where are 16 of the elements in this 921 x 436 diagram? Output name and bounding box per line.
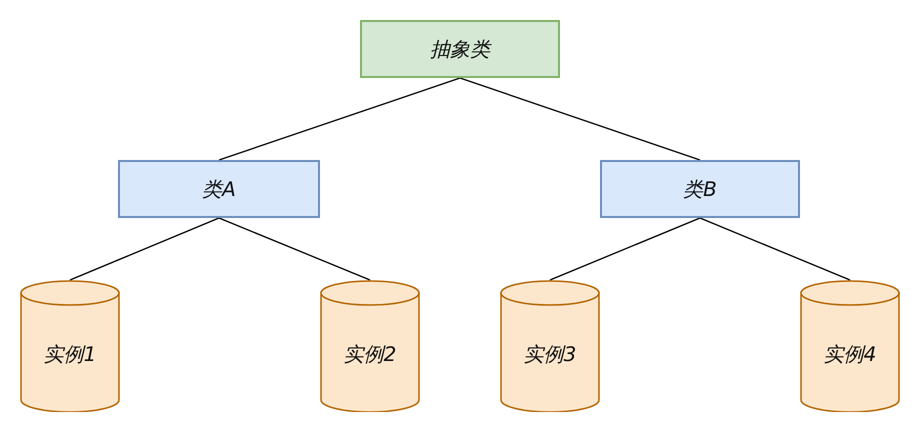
node-label: 实例1 bbox=[44, 341, 96, 368]
node-label: 类A bbox=[202, 176, 236, 203]
connector-line bbox=[460, 77, 700, 161]
connector-line bbox=[70, 217, 220, 281]
connector-line bbox=[218, 77, 460, 161]
class-box bbox=[360, 20, 560, 78]
node-label: 实例2 bbox=[344, 341, 396, 368]
node-label: 类B bbox=[683, 176, 717, 203]
node-label: 抽象类 bbox=[430, 36, 490, 63]
node-label: 实例3 bbox=[524, 341, 576, 368]
class-box bbox=[600, 160, 800, 218]
class-box bbox=[118, 160, 320, 218]
node-label: 实例4 bbox=[824, 341, 876, 368]
connector-line bbox=[218, 217, 370, 281]
connector-line bbox=[700, 217, 850, 281]
connector-line bbox=[550, 217, 700, 281]
